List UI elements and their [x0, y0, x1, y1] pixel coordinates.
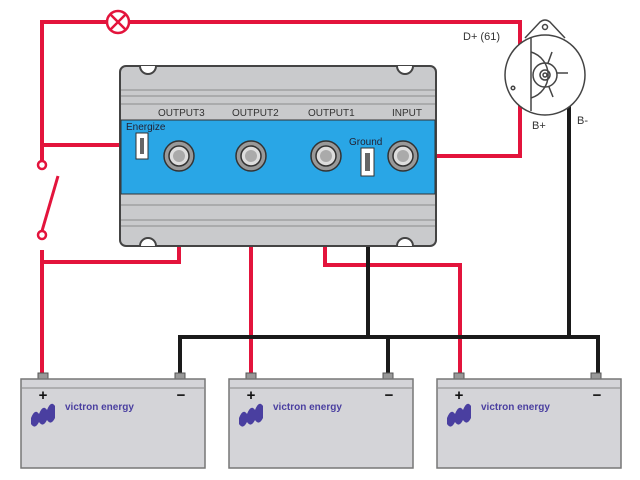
terminal-label-output1: OUTPUT1	[308, 108, 355, 119]
output1-terminal[interactable]	[310, 140, 342, 172]
battery-isolator: OUTPUT3 OUTPUT2 OUTPUT1 INPUT Energize G…	[119, 65, 437, 247]
victron-logo-icon	[239, 403, 263, 427]
negative-sign: −	[593, 387, 602, 404]
energize-label: Energize	[126, 122, 166, 133]
positive-sign: +	[455, 387, 464, 404]
battery-brand: victron energy	[65, 402, 134, 413]
negative-sign: −	[177, 387, 186, 404]
energize-terminal[interactable]	[135, 132, 149, 160]
negative-sign: −	[385, 387, 394, 404]
positive-sign: +	[247, 387, 256, 404]
ignition-switch[interactable]	[30, 145, 60, 250]
battery-2: + − victron energy	[228, 372, 414, 469]
output3-terminal[interactable]	[163, 140, 195, 172]
b-minus-label: B-	[577, 115, 588, 127]
warning-lamp-icon	[105, 9, 131, 35]
alternator-icon	[504, 19, 586, 116]
terminal-label-output2: OUTPUT2	[232, 108, 279, 119]
output2-terminal[interactable]	[235, 140, 267, 172]
input-terminal[interactable]	[387, 140, 419, 172]
battery-brand: victron energy	[273, 402, 342, 413]
terminal-label-output3: OUTPUT3	[158, 108, 205, 119]
battery-1: + − victron energy	[20, 372, 206, 469]
positive-sign: +	[39, 387, 48, 404]
ground-terminal[interactable]	[360, 147, 375, 177]
b-plus-label: B+	[532, 120, 546, 132]
d-plus-label: D+ (61)	[463, 31, 500, 43]
ground-label: Ground	[349, 137, 382, 148]
victron-logo-icon	[447, 403, 471, 427]
battery-brand: victron energy	[481, 402, 550, 413]
terminal-label-input: INPUT	[392, 108, 422, 119]
battery-3: + − victron energy	[436, 372, 622, 469]
victron-logo-icon	[31, 403, 55, 427]
